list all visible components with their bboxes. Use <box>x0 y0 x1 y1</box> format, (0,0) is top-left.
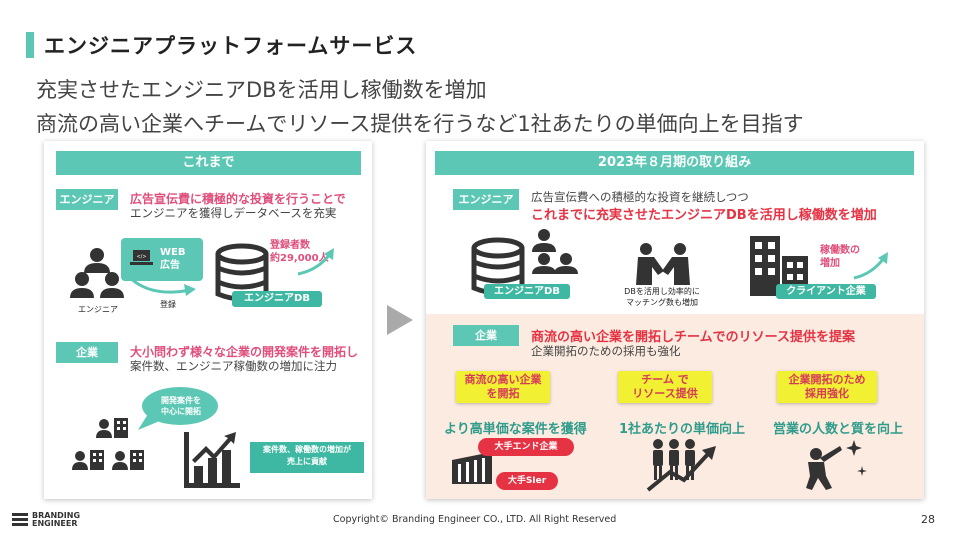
lead-line-2: 商流の高い企業へチームでリソース提供を行うなど1社あたりの単価向上を目指す <box>36 112 804 136</box>
strategy-box-3: 企業開拓のため 採用強化 <box>777 371 877 403</box>
handshake-icon <box>636 243 690 285</box>
left-company-desc: 案件数、エンジニア稼働数の増加に注力 <box>130 359 337 373</box>
left-engineer-highlight: 広告宣伝費に積極的な投資を行うことで <box>130 192 346 206</box>
right-engineer-tag: エンジニア <box>453 189 519 210</box>
brand-logo-line1: BRANDING <box>32 511 81 520</box>
page-title: エンジニアプラットフォームサービス <box>44 34 418 58</box>
matching-label: DBを活用し効率的に マッチング数も増加 <box>624 287 700 307</box>
result-2: 1社あたりの単価向上 <box>619 422 746 437</box>
engineer-person-label: エンジニア <box>78 305 118 314</box>
growth-arrow-icon <box>297 248 334 276</box>
right-company-tag: 企業 <box>453 325 519 346</box>
svg-text:</>: </> <box>136 254 146 260</box>
next-arrow-icon <box>387 305 413 335</box>
page-number: 28 <box>921 513 935 526</box>
right-engineer-highlight: これまでに充実させたエンジニアDBを活用し稼働数を増加 <box>531 208 877 223</box>
enterprise-building-icon <box>452 452 492 484</box>
client-company-label: クライアント企業 <box>776 284 876 299</box>
brand-logo-line2: ENGINEER <box>32 519 78 528</box>
team-growth-icon <box>646 439 716 492</box>
bubble-large-sier: 大手SIer <box>496 472 558 490</box>
right-company-highlight: 商流の高い企業を開拓しチームでのリソース提供を提案 <box>531 330 855 345</box>
registered-count: 登録者数 約29,000人 <box>270 240 329 264</box>
bubble-large-end-companies: 大手エンド企業 <box>478 438 574 456</box>
right-db-label: エンジニアDB <box>484 284 570 299</box>
brand-logo-icon <box>12 513 28 526</box>
result-3: 営業の人数と質を向上 <box>773 422 904 437</box>
strategy-box-2: チーム で リソース提供 <box>618 371 712 403</box>
title-accent-bar <box>26 32 34 58</box>
uptick-label: 稼働数の 増加 <box>820 245 860 269</box>
left-panel-header: これまで <box>56 151 361 175</box>
speech-bubble-shape <box>138 387 218 430</box>
right-engineer-desc: 広告宣伝費への積極的な投資を継続しつつ <box>531 190 749 204</box>
brand-logo-text: BRANDING ENGINEER <box>32 512 80 528</box>
growth-chart-icon <box>184 432 240 488</box>
left-engineer-desc: エンジニアを獲得しデータベースを充実 <box>130 206 337 220</box>
result-1: より高単価な案件を獲得 <box>444 422 587 437</box>
people-buildings-icon <box>72 418 144 470</box>
right-database-icon <box>471 237 525 296</box>
strategy-box-1: 商流の高い企業 を開拓 <box>456 371 550 403</box>
left-engineer-tag: エンジニア <box>56 189 118 210</box>
laptop-icon: </> <box>130 250 153 265</box>
web-ad-label: WEB 広告 <box>160 247 186 271</box>
right-growth-arrow-icon <box>853 252 888 280</box>
copyright: Copyright© Branding Engineer CO., LTD. A… <box>333 514 617 525</box>
left-result-box: 案件数、稼働数の増加が 売上に貢献 <box>250 442 364 473</box>
register-label: 登録 <box>160 300 176 309</box>
lead-line-1: 充実させたエンジニアDBを活用し稼働数を増加 <box>36 78 487 102</box>
left-db-label: エンジニアDB <box>232 291 322 307</box>
left-company-tag: 企業 <box>56 342 118 363</box>
register-arrow-icon <box>126 274 196 296</box>
engineers-group-icon <box>70 248 124 298</box>
right-engineers-icon <box>532 229 578 274</box>
right-company-desc: 企業開拓のための採用も強化 <box>531 344 681 358</box>
right-panel-header: 2023年８月期の取り組み <box>435 151 914 175</box>
left-company-highlight: 大小問わず様々な企業の開発案件を開拓し <box>130 345 359 359</box>
vision-person-icon <box>806 440 867 490</box>
speech-bubble-text: 開発案件を 中心に開拓 <box>161 396 201 416</box>
